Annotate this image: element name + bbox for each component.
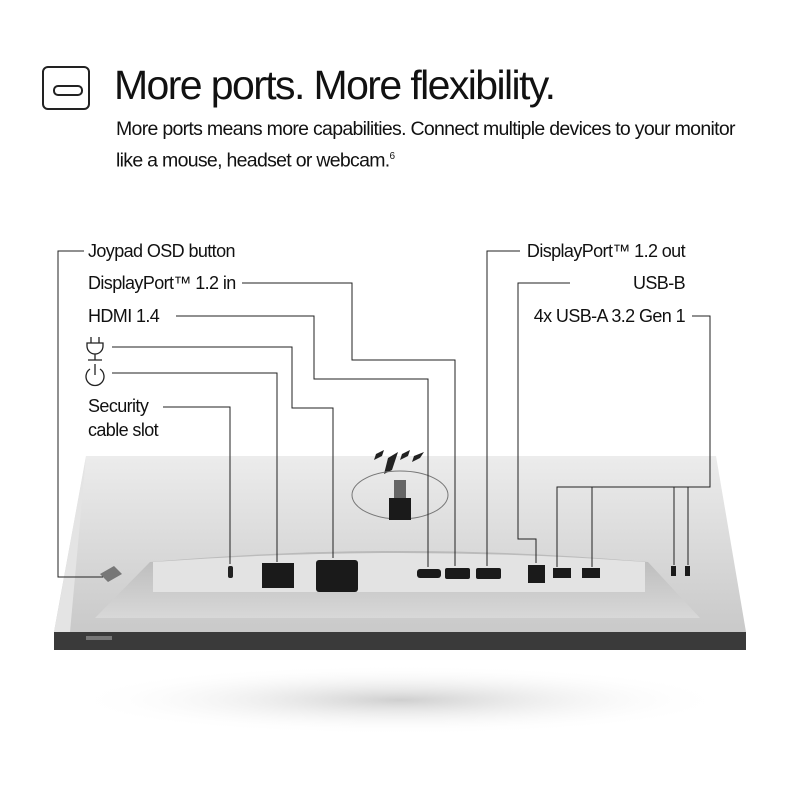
hp-logo xyxy=(374,450,424,474)
label-security-line1: Security xyxy=(88,396,149,416)
front-button xyxy=(86,636,112,640)
usb-c-port-icon xyxy=(42,66,90,110)
page-title: More ports. More flexibility. xyxy=(114,62,556,108)
label-usb-b: USB-B xyxy=(632,273,686,293)
joypad-osd-button xyxy=(100,566,122,582)
power-plug-icon xyxy=(86,337,104,361)
usb-a-port xyxy=(553,568,571,578)
leader-lines xyxy=(57,250,711,578)
label-hdmi: HDMI 1.4 xyxy=(88,306,160,326)
power-socket xyxy=(316,560,358,592)
security-slot xyxy=(228,566,233,578)
displayport-out xyxy=(476,568,501,579)
stand-mount xyxy=(389,498,411,520)
usb-a-port xyxy=(582,568,600,578)
floor-shadow xyxy=(70,665,730,735)
displayport-in xyxy=(445,568,470,579)
label-displayport-out: DisplayPort™ 1.2 out xyxy=(526,241,686,261)
label-usb-a: 4x USB-A 3.2 Gen 1 xyxy=(533,306,686,326)
usb-a-port-side xyxy=(671,566,676,576)
label-displayport-in: DisplayPort™ 1.2 in xyxy=(88,273,236,293)
bezel xyxy=(54,632,746,650)
power-button-icon xyxy=(85,364,105,387)
label-joypad-osd-button: Joypad OSD button xyxy=(88,241,236,261)
port-panel xyxy=(153,553,645,592)
power-switch xyxy=(262,563,294,588)
subtitle-text: More ports means more capabilities. Conn… xyxy=(116,118,735,172)
hdmi-port xyxy=(417,569,441,578)
footnote-marker: 6 xyxy=(389,151,396,162)
usb-b-port xyxy=(528,565,545,583)
label-security-line2: cable slot xyxy=(88,420,159,440)
usb-a-port-side xyxy=(685,566,690,576)
page-subtitle: More ports means more capabilities. Conn… xyxy=(116,116,756,175)
